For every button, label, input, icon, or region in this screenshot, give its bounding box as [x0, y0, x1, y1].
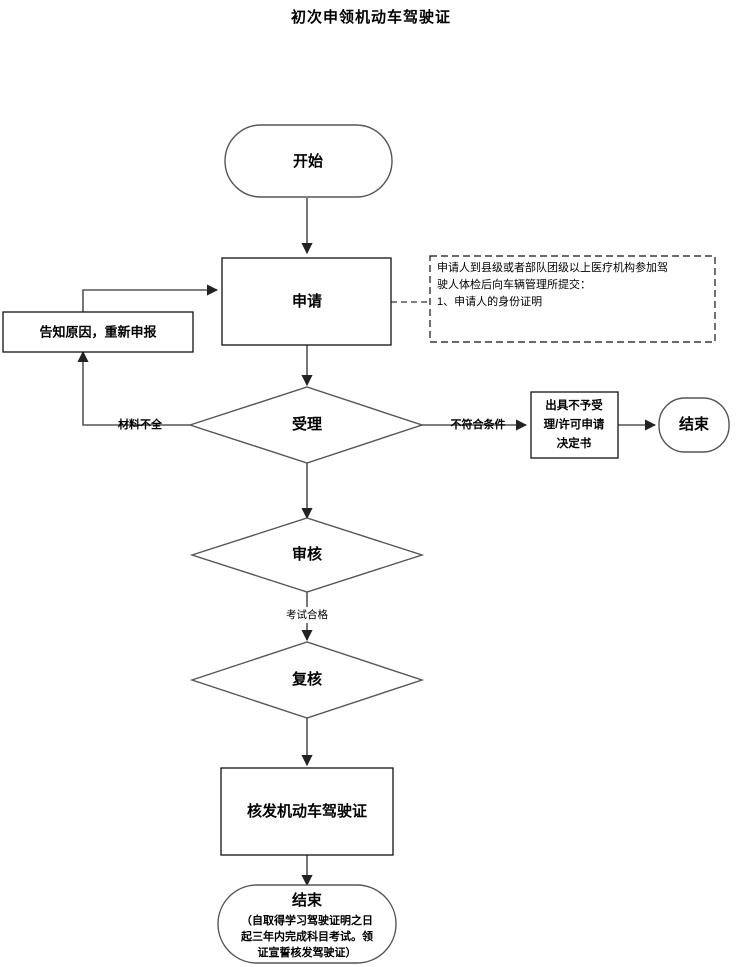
node-end-right[interactable]: 结束 [658, 397, 730, 453]
note-line-3: 1、申请人的身份证明 [437, 294, 542, 308]
accept-label: 受理 [292, 415, 322, 433]
inform-shape [2, 311, 194, 353]
edge-label-incomplete: 材料不全 [118, 417, 163, 431]
recheck-shape [189, 641, 425, 719]
connector-inform-to-apply [82, 284, 219, 312]
inform-label: 告知原因，重新申报 [39, 324, 157, 339]
node-recheck[interactable]: 复核 [189, 641, 425, 719]
end-right-shape [658, 397, 730, 453]
node-inform[interactable]: 告知原因，重新申报 [2, 311, 194, 353]
start-label: 开始 [293, 152, 323, 170]
end-bottom-sub-1: （自取得学习驾驶证明之日 [241, 913, 373, 927]
apply-label: 申请 [292, 292, 322, 310]
end-bottom-sub-3: 证宣誓核发驾驶证） [258, 945, 357, 959]
connector-accept-to-inform [77, 350, 190, 426]
review-label: 审核 [292, 545, 322, 563]
node-start[interactable]: 开始 [224, 124, 393, 198]
issue-label: 核发机动车驾驶证 [247, 802, 367, 820]
end-bottom-shape [217, 884, 397, 964]
node-accept[interactable]: 受理 [187, 386, 425, 464]
edge-label-exam-bg [274, 607, 340, 623]
accept-shape [187, 386, 425, 464]
note-box: 申请人到县级或者部队团级以上医疗机构参加驾 驶人体检后向车辆管理所提交： 1、申… [429, 255, 716, 343]
edge-label-exam-passed: 考试合格 [286, 608, 328, 621]
note-line-1: 申请人到县级或者部队团级以上医疗机构参加驾 [437, 260, 668, 274]
node-apply[interactable]: 申请 [221, 257, 392, 346]
node-reject-letter[interactable]: 出具不予受 理/许可申请 决定书 [530, 391, 619, 459]
note-shape [429, 255, 716, 343]
end-bottom-sub-2: 起三年内完成科目考试。领 [240, 929, 373, 943]
end-bottom-label: 结束 [292, 891, 323, 909]
page-title: 初次申领机动车驾驶证 [290, 9, 451, 26]
apply-shape [221, 257, 392, 346]
end-right-label: 结束 [679, 415, 710, 433]
review-shape [189, 517, 425, 593]
note-line-2: 驶人体检后向车辆管理所提交： [437, 277, 591, 291]
node-end-bottom[interactable]: 结束 （自取得学习驾驶证明之日 起三年内完成科目考试。领 证宣誓核发驾驶证） [217, 884, 397, 964]
recheck-label: 复核 [291, 670, 322, 688]
start-shape [224, 124, 393, 198]
reject-letter-line-3: 决定书 [557, 436, 592, 450]
issue-shape [220, 767, 394, 856]
node-review[interactable]: 审核 [189, 517, 425, 593]
edge-label-not-qualified: 不符合条件 [451, 417, 506, 431]
reject-letter-line-2: 理/许可申请 [544, 417, 605, 431]
reject-letter-line-1: 出具不予受 [545, 398, 603, 412]
reject-letter-shape [530, 391, 619, 459]
node-issue[interactable]: 核发机动车驾驶证 [220, 767, 394, 856]
